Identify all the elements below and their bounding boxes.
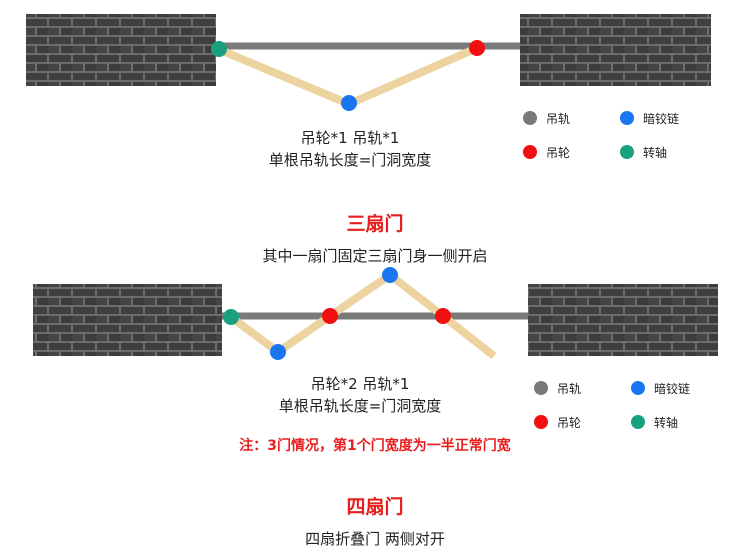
door-panel	[327, 271, 393, 320]
hidden-hinge-icon	[341, 95, 357, 111]
section2-subtitle: 其中一扇门固定三扇门身一侧开启	[262, 247, 488, 265]
right-wall	[528, 284, 718, 356]
hidden-hinge-icon	[270, 344, 286, 360]
pivot-icon	[631, 415, 645, 429]
door-panel	[228, 313, 281, 356]
pivot-icon	[211, 41, 227, 57]
pivot-icon	[223, 309, 239, 325]
section3-subtitle: 四扇折叠门 两侧对开	[305, 530, 445, 548]
section1-caption-line1: 吊轮*1 吊轨*1	[300, 129, 400, 147]
legend-pivot-label: 转轴	[654, 416, 679, 430]
legend-one	[523, 111, 634, 159]
section2-title: 三扇门	[346, 213, 404, 235]
section1-caption-line2: 单根吊轨长度=门洞宽度	[268, 151, 432, 169]
section2-caption-line1: 吊轮*2 吊轨*1	[310, 375, 410, 393]
diagram-one-door	[26, 14, 711, 111]
legend-hidden-hinge-label: 暗铰链	[654, 382, 691, 396]
legend-pulley-label: 吊轮	[557, 416, 582, 430]
legend-pivot-label: 转轴	[643, 146, 668, 160]
pivot-icon	[620, 145, 634, 159]
door-panel	[387, 271, 446, 320]
door-panel	[275, 312, 333, 356]
rail-icon	[523, 111, 537, 125]
pulley-icon	[534, 415, 548, 429]
hidden-hinge-icon	[631, 381, 645, 395]
right-wall	[520, 14, 711, 86]
hidden-hinge-icon	[620, 111, 634, 125]
legend-hidden-hinge-label: 暗铰链	[643, 112, 680, 126]
pulley-icon	[469, 40, 485, 56]
hidden-hinge-icon	[382, 267, 398, 283]
door-panel	[440, 312, 497, 360]
legend-two	[534, 381, 645, 429]
left-wall	[26, 14, 216, 86]
legend-pulley-label: 吊轮	[546, 146, 571, 160]
door-panel	[347, 44, 479, 108]
left-wall	[33, 284, 222, 356]
pulley-icon	[523, 145, 537, 159]
section2-caption-line2: 单根吊轨长度=门洞宽度	[278, 397, 442, 415]
pulley-icon	[322, 308, 338, 324]
legend-rail-label: 吊轨	[546, 112, 571, 126]
diagram-three-door	[33, 267, 718, 360]
section3-title: 四扇门	[346, 496, 404, 518]
legend-rail-label: 吊轨	[557, 382, 582, 396]
section2-note: 注：3门情况，第1个门宽度为一半正常门宽	[239, 438, 511, 454]
door-panel	[216, 45, 351, 108]
pulley-icon	[435, 308, 451, 324]
rail-icon	[534, 381, 548, 395]
